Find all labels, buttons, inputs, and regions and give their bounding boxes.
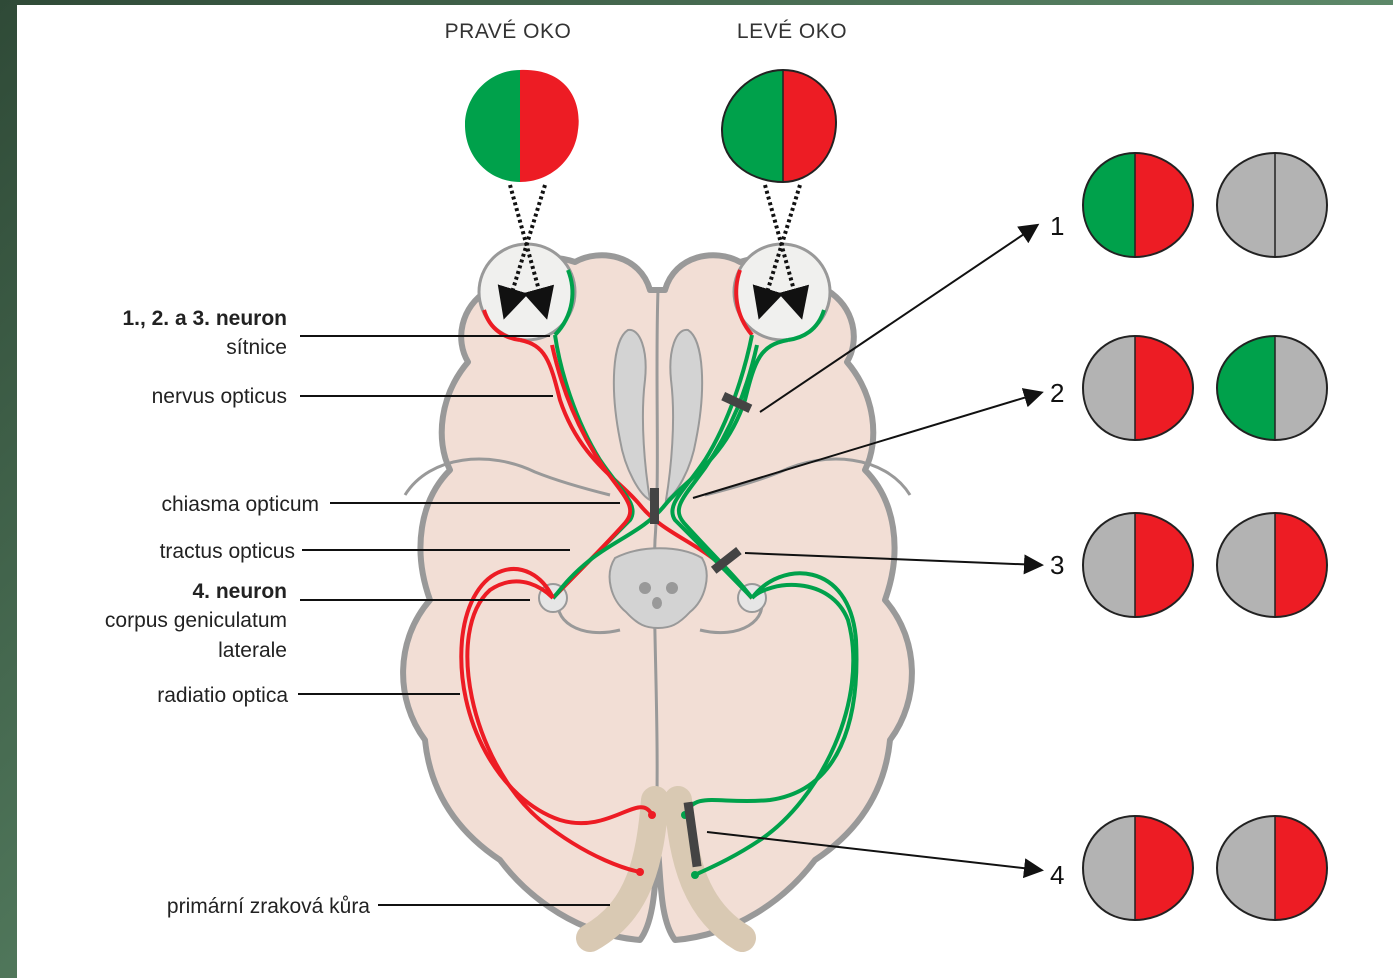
visual-field-results [1073,149,1337,924]
right-eye-visual-field [460,65,585,190]
field-4-left-eye [1073,812,1197,924]
field-3-right-eye [1213,509,1337,621]
field-3-left-eye [1073,509,1197,621]
label-neuron-4: 4. neuron [192,580,287,603]
label-retina: sítnice [226,336,287,359]
anatomy-labels: 1., 2. a 3. neuron sítnice nervus opticu… [105,307,370,918]
label-lgn-line1: corpus geniculatum [105,609,287,632]
label-chiasm: chiasma opticum [161,493,319,516]
label-visual-cortex: primární zraková kůra [167,895,370,918]
lesion-number-1: 1 [1050,211,1064,241]
lesion-number-3: 3 [1050,550,1064,580]
field-4-right-eye [1213,812,1337,924]
label-optic-tract: tractus opticus [160,540,295,563]
field-1-right-eye [1213,149,1337,261]
label-optic-nerve: nervus opticus [152,385,287,408]
lesion-numbers: 1 2 3 4 [1050,211,1064,890]
right-eye-title: PRAVÉ OKO [445,20,572,43]
lesion-number-4: 4 [1050,860,1064,890]
lesion-number-2: 2 [1050,378,1064,408]
label-lgn-line2: laterale [218,639,287,662]
label-optic-radiation: radiatio optica [157,684,288,707]
label-neurons-1-3: 1., 2. a 3. neuron [122,307,287,330]
field-1-left-eye [1073,149,1197,261]
field-2-left-eye [1073,332,1197,444]
field-2-right-eye [1213,332,1337,444]
lesion-2-mark [650,488,659,524]
left-eye-title: LEVÉ OKO [737,20,847,43]
left-eye-visual-field [718,65,841,190]
